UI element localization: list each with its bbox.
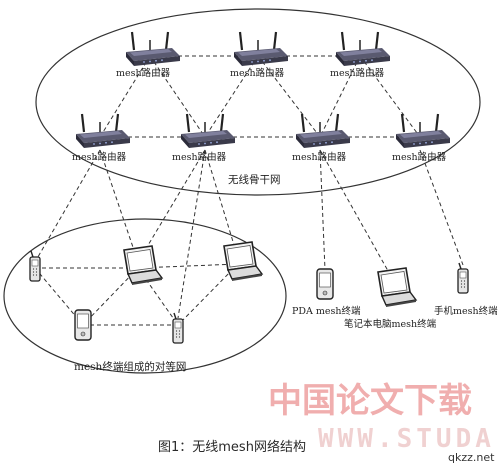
phone-icon (457, 262, 469, 294)
laptop-icon (123, 245, 163, 286)
router-icon (394, 112, 452, 150)
figure-caption: 图1：无线mesh网络结构 (158, 439, 306, 455)
router-icon (294, 112, 352, 150)
watermark-site: qkzz.net (448, 451, 495, 464)
laptop-icon (223, 241, 263, 282)
watermark-en: WWW.STUDA. (318, 424, 500, 454)
router-1: mesh路由器 (116, 30, 182, 79)
router-3: mesh路由器 (330, 30, 392, 79)
router-7: mesh路由器 (392, 112, 452, 163)
router-label: mesh路由器 (230, 67, 285, 79)
router-2: mesh路由器 (230, 30, 290, 79)
pda-terminal-label: PDA mesh终端 (292, 305, 361, 317)
router-label: mesh路由器 (116, 67, 171, 79)
access-links (34, 149, 464, 319)
router-label: mesh路由器 (72, 151, 127, 163)
router-6: mesh路由器 (292, 112, 352, 163)
router-5: mesh路由器 (172, 112, 237, 163)
router-icon (124, 30, 182, 68)
watermark-cn: 中国论文下载 (268, 381, 472, 421)
router-label: mesh路由器 (292, 151, 347, 163)
backbone-ellipse (35, 8, 481, 196)
laptop-terminal-label: 笔记本电脑mesh终端 (344, 318, 437, 330)
peer-network-label: mesh终端组成的对等网 (74, 360, 186, 373)
peer-network-ellipse (3, 218, 287, 374)
router-label: mesh路由器 (392, 151, 447, 163)
pda-icon (316, 268, 334, 300)
router-4: mesh路由器 (72, 112, 132, 163)
router-icon (74, 112, 132, 150)
router-icon (334, 30, 392, 68)
laptop-icon (377, 267, 417, 308)
router-label: mesh路由器 (172, 151, 227, 163)
router-icon (179, 112, 237, 150)
router-label: mesh路由器 (330, 67, 385, 79)
backbone-label: 无线骨干网 (228, 173, 281, 186)
pda-icon (74, 309, 92, 341)
phone-terminal-label: 手机mesh终端 (434, 305, 498, 317)
router-icon (232, 30, 290, 68)
